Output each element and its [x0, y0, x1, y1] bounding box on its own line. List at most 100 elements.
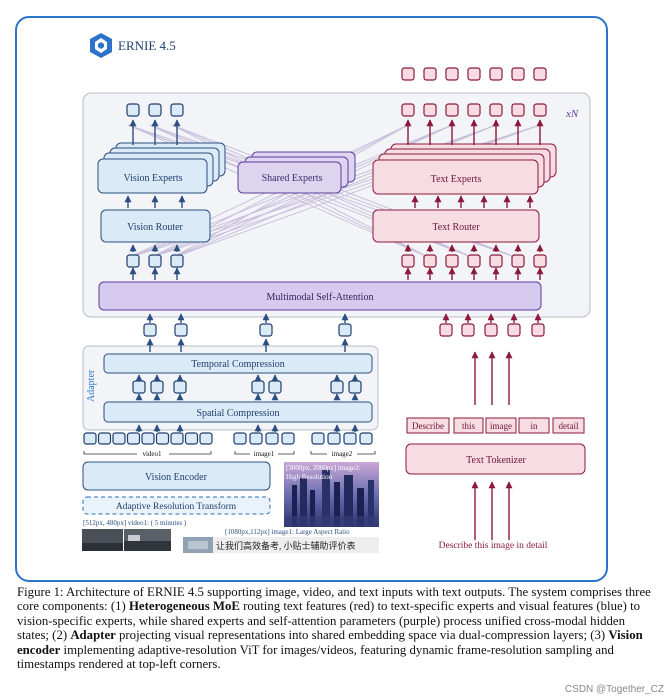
text-output-token — [445, 103, 459, 117]
encoder-token — [126, 432, 141, 445]
text-hidden-token — [467, 254, 481, 268]
token-label-this: this — [462, 421, 476, 431]
encoder-token — [233, 432, 247, 445]
text-router-label: Text Router — [432, 222, 480, 233]
text-router-box — [372, 209, 540, 243]
svg-text:让我们高效备考, 小贴士辅助评价表: 让我们高效备考, 小贴士辅助评价表 — [216, 540, 356, 551]
text-input-token — [531, 323, 545, 337]
text-input-token — [507, 323, 521, 337]
vision-encoder-label: Vision Encoder — [145, 472, 208, 483]
text-input-token — [461, 323, 475, 337]
shared-experts-stack: Shared Experts — [237, 151, 356, 194]
final-output-token — [423, 67, 437, 81]
final-output-token — [533, 67, 547, 81]
vision-router-box — [100, 209, 211, 243]
text-tokenizer-box — [405, 443, 586, 475]
vision-router-label: Vision Router — [127, 222, 183, 233]
encoder-token — [359, 432, 373, 445]
figure-caption: Figure 1: Architecture of ERNIE 4.5 supp… — [17, 585, 657, 671]
adapter-token — [173, 380, 187, 394]
token-label-box — [518, 417, 550, 434]
adapter-token — [348, 380, 362, 394]
text-hidden-token — [423, 254, 437, 268]
video1-group-label: video1 — [142, 450, 162, 458]
caption-encoder-label: Vision encoder — [17, 628, 643, 657]
token-label-box — [406, 417, 450, 434]
encoder-token — [311, 432, 325, 445]
caption-prefix: Figure 1: Architecture of ERNIE 4.5 supp… — [17, 585, 651, 614]
final-output-token — [467, 67, 481, 81]
text-output-token — [423, 103, 437, 117]
adapter-token — [150, 380, 164, 394]
final-output-token — [445, 67, 459, 81]
caption-adapter-label: Adapter — [70, 628, 116, 643]
encoder-token — [170, 432, 184, 445]
text-input-token — [439, 323, 453, 337]
self-attention-box — [98, 281, 542, 311]
final-output-token — [511, 67, 525, 81]
ernie-logo-icon — [90, 33, 112, 58]
text-input-token — [484, 323, 498, 337]
video1-caption: [512px, 480px] video1: ( 5 minutes ) — [83, 519, 187, 527]
vision-output-token — [148, 103, 162, 117]
encoder-token — [141, 432, 155, 445]
image2-caption-line2: High Resolution — [286, 473, 333, 481]
token-label-box — [453, 417, 484, 434]
encoder-token — [97, 432, 112, 445]
vision-input-token — [259, 323, 273, 337]
token-label-detail: detail — [559, 421, 579, 431]
watermark: CSDN @Together_CZ — [564, 684, 664, 695]
adaptive-resolution-label: Adaptive Resolution Transform — [116, 501, 237, 512]
token-boxes-and-arrows — [83, 67, 547, 540]
vision-encoder-box — [82, 461, 271, 491]
encoder-token — [112, 432, 126, 445]
text-output-token — [401, 103, 415, 117]
caption-encoder-text: implementing adaptive-resolution ViT for… — [17, 642, 614, 672]
adapter-token — [251, 380, 265, 394]
caption-moe-text: routing text features (red) to text-spec… — [17, 599, 641, 643]
architecture-diagram: ERNIE 4.5 xN Vision Experts Shared Exper… — [82, 33, 591, 553]
text-hidden-token — [533, 254, 547, 268]
adapter-token — [132, 380, 146, 394]
text-experts-stack: Text Experts — [372, 143, 557, 195]
spatial-compression-box — [103, 401, 373, 423]
token-label-in: in — [530, 421, 538, 431]
encoder-token — [155, 432, 170, 445]
caption-adapter-text: projecting visual representations into s… — [115, 628, 609, 643]
encoder-token — [265, 432, 279, 445]
encoder-token — [343, 432, 357, 445]
adaptive-resolution-box — [82, 496, 271, 515]
repeat-label: xN — [565, 108, 579, 120]
encoder-token — [199, 432, 213, 445]
video1-frames — [82, 529, 171, 551]
vision-hidden-token — [126, 254, 140, 268]
self-attention-label: Multimodal Self-Attention — [267, 292, 374, 303]
text-hidden-token — [401, 254, 415, 268]
text-experts-label: Text Experts — [431, 174, 482, 185]
image2-group-label: image2 — [332, 450, 353, 458]
vision-experts-label: Vision Experts — [123, 173, 182, 184]
vision-input-token — [174, 323, 188, 337]
token-label-box — [485, 417, 517, 434]
temporal-compression-box — [103, 353, 373, 374]
encoder-token — [83, 432, 97, 445]
text-output-token — [511, 103, 525, 117]
text-tokenizer-label: Text Tokenizer — [466, 455, 526, 466]
image1-group-label: image1 — [254, 450, 275, 458]
vision-hidden-token — [170, 254, 184, 268]
vision-hidden-token — [148, 254, 162, 268]
brand-title: ERNIE 4.5 — [118, 38, 176, 53]
temporal-compression-label: Temporal Compression — [191, 359, 284, 370]
image1-thumbnail: 让我们高效备考, 小贴士辅助评价表 — [183, 537, 379, 553]
vision-input-token — [143, 323, 157, 337]
final-output-token — [489, 67, 503, 81]
image2-caption-line1: [3000px, 2000px] image2: — [286, 464, 361, 472]
vision-experts-stack: Vision Experts — [97, 142, 226, 194]
adapter-token — [330, 380, 344, 394]
vision-input-token — [338, 323, 352, 337]
text-output-token — [467, 103, 481, 117]
encoder-token — [281, 432, 295, 445]
text-output-token — [533, 103, 547, 117]
encoder-token — [184, 432, 199, 445]
caption-moe-label: Heterogeneous MoE — [128, 599, 240, 614]
